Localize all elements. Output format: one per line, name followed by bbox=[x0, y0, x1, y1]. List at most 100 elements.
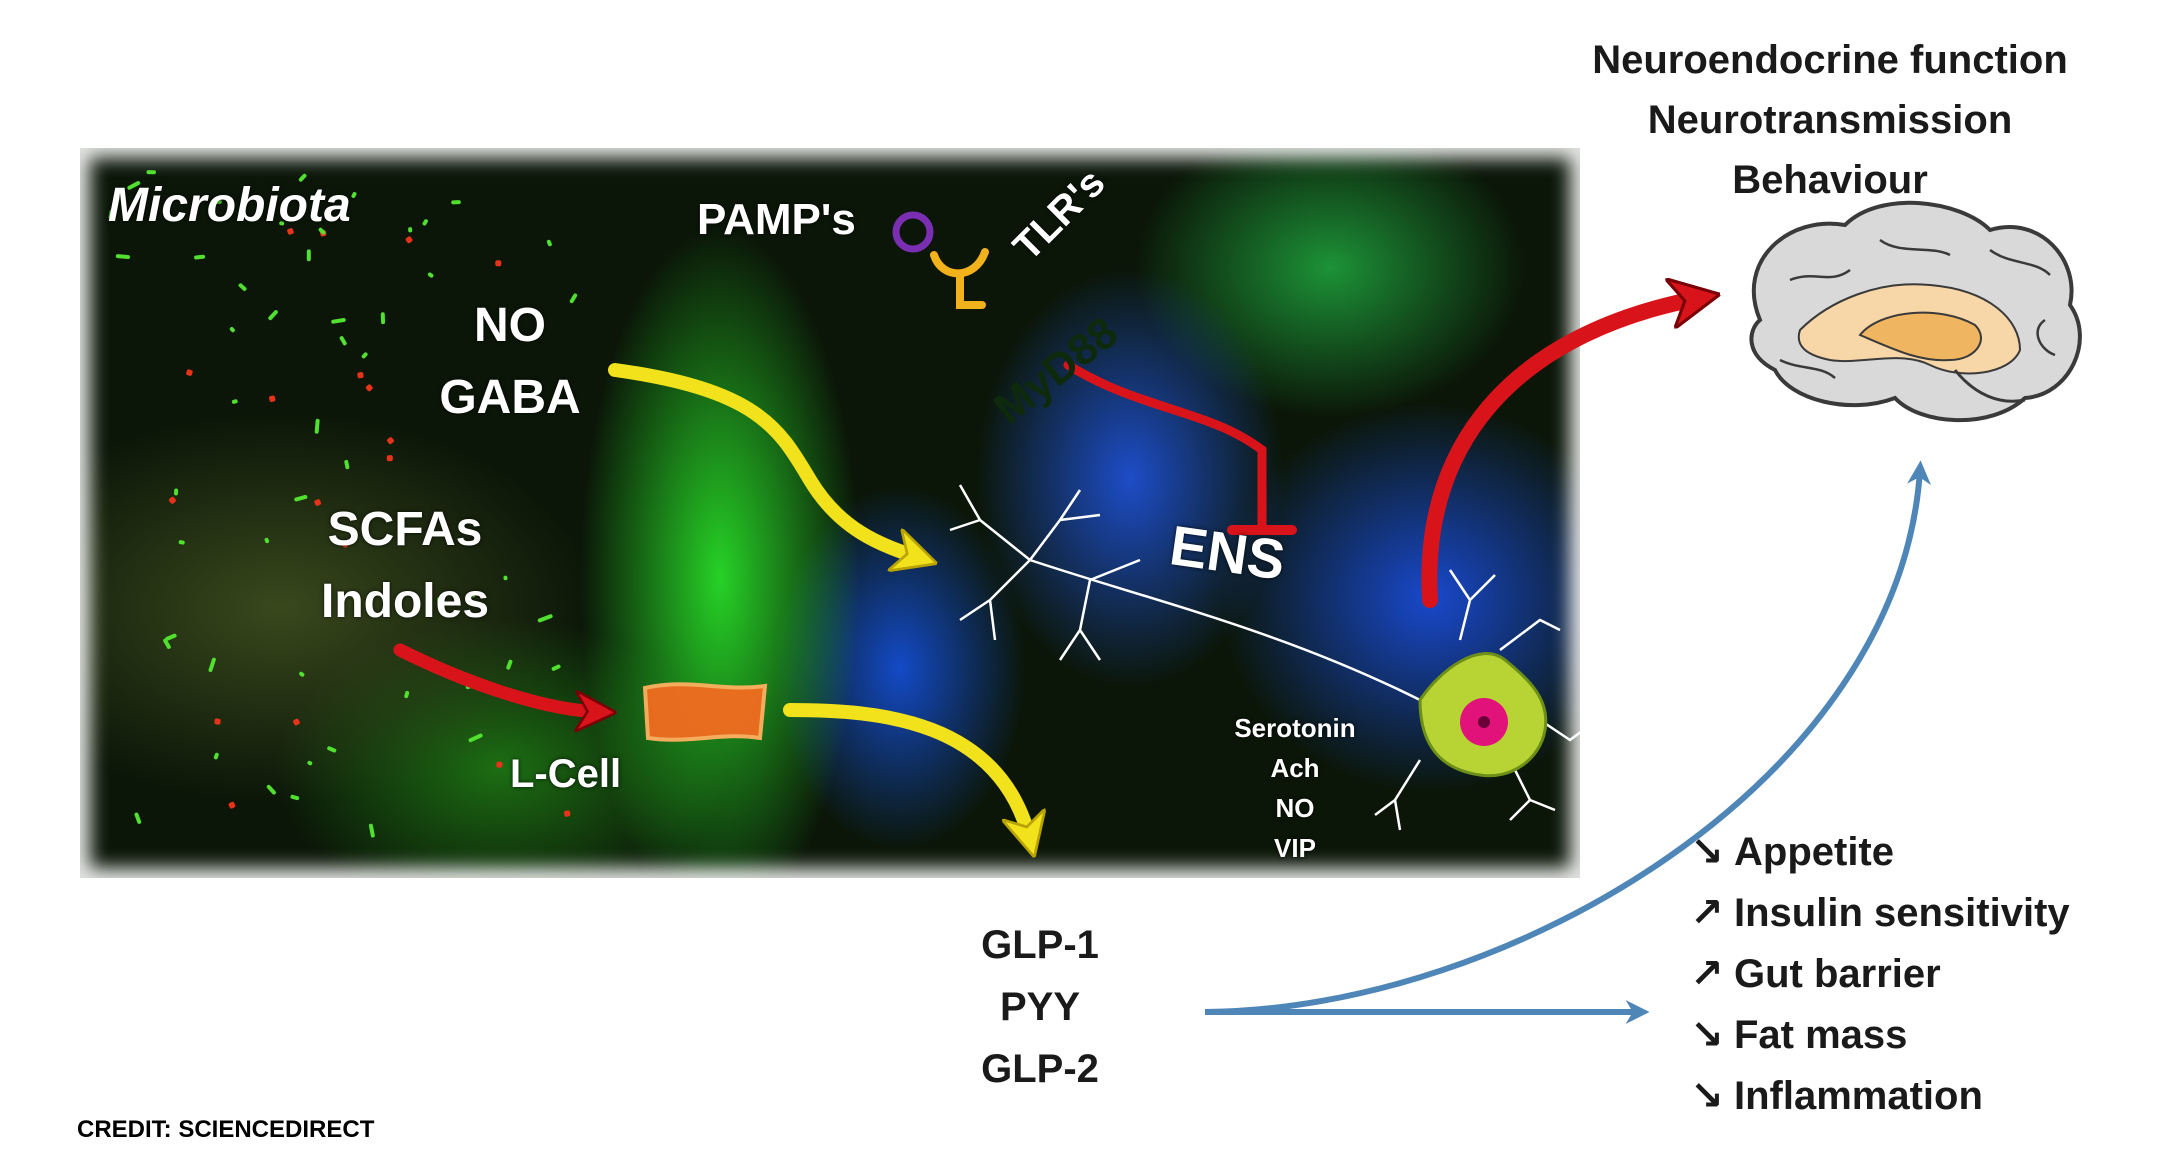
increase-arrow-icon: ↗ bbox=[1690, 952, 1724, 996]
microbe-speck bbox=[169, 496, 176, 504]
microbe-speck bbox=[368, 823, 375, 838]
microbe-speck bbox=[405, 236, 413, 244]
outcome-gut-barrier: ↗Gut barrier bbox=[1690, 944, 2070, 1005]
microbe-speck bbox=[293, 718, 300, 726]
microbe-speck bbox=[108, 209, 114, 220]
decrease-arrow-icon: ↘ bbox=[1690, 1013, 1724, 1057]
microbe-speck bbox=[341, 540, 349, 548]
microbe-speck bbox=[318, 227, 326, 235]
microbe-speck bbox=[564, 810, 571, 817]
no-gaba-to-neuron-arrow bbox=[608, 363, 920, 558]
microbe-speck bbox=[115, 254, 130, 260]
microbe-speck bbox=[361, 352, 368, 359]
outcome-appetite: ↘Appetite bbox=[1690, 822, 2070, 883]
pamps-label: PAMP's bbox=[697, 195, 856, 244]
microbe-speck bbox=[299, 671, 305, 677]
microbe-speck bbox=[134, 812, 142, 824]
l-cell-shape bbox=[642, 682, 768, 742]
decrease-arrow-icon: ↘ bbox=[1690, 830, 1724, 874]
microbe-speck bbox=[214, 718, 221, 725]
microbe-speck bbox=[468, 733, 483, 743]
microbe-speck bbox=[495, 260, 502, 267]
microbe-speck bbox=[314, 499, 321, 506]
hormone-glp2: GLP-2 bbox=[981, 1047, 1099, 1091]
microbe-speck bbox=[266, 784, 276, 795]
microbe-speck bbox=[231, 399, 238, 404]
microbe-speck bbox=[127, 181, 141, 190]
l-cell-to-hormones-arrow bbox=[783, 703, 1030, 840]
microbe-speckles bbox=[108, 170, 578, 838]
neurotransmitter-vip: VIP bbox=[1274, 833, 1316, 863]
hormone-glp1: GLP-1 bbox=[981, 923, 1099, 967]
microbe-speck bbox=[569, 293, 578, 304]
microbe-speck bbox=[327, 746, 337, 753]
increase-arrow-icon: ↗ bbox=[1690, 891, 1724, 935]
microbe-speck bbox=[427, 272, 434, 278]
outcome-fat-mass: ↘Fat mass bbox=[1690, 1005, 2070, 1066]
neurotransmitter-serotonin: Serotonin bbox=[1234, 713, 1356, 743]
hormone-list: GLP-1 PYY GLP-2 bbox=[940, 914, 1140, 1100]
credit-line: CREDIT: SCIENCEDIRECT bbox=[77, 1116, 375, 1143]
microbe-speck bbox=[451, 200, 461, 205]
microbe-speck bbox=[298, 173, 307, 182]
brain-function-behaviour: Behaviour bbox=[1732, 158, 1928, 202]
brain-function-neurotransmission: Neurotransmission bbox=[1647, 98, 2013, 142]
microbe-speck bbox=[186, 369, 193, 376]
microbe-speck bbox=[357, 372, 364, 379]
microbe-speck bbox=[194, 254, 206, 260]
microbe-speck bbox=[287, 228, 294, 235]
microbe-speck bbox=[365, 384, 373, 392]
microbe-speck bbox=[213, 199, 222, 205]
ens-to-brain-arrow bbox=[1421, 298, 1700, 608]
microbe-speck bbox=[387, 437, 394, 445]
indoles-label: Indoles bbox=[320, 575, 490, 628]
microbe-speck bbox=[294, 494, 308, 502]
microbe-speck bbox=[269, 395, 276, 402]
hormones-to-brain-arrow bbox=[1204, 460, 1932, 1015]
microbe-speck bbox=[404, 690, 410, 699]
outcome-insulin-sensitivity: ↗Insulin sensitivity bbox=[1690, 883, 2070, 944]
microbe-speck bbox=[229, 327, 235, 333]
microbe-speck bbox=[208, 657, 216, 673]
brain-function-neuroendocrine: Neuroendocrine function bbox=[1592, 38, 2068, 82]
microbe-speck bbox=[314, 418, 320, 434]
microbe-speck bbox=[380, 312, 386, 325]
microbe-speck bbox=[307, 760, 313, 766]
microbe-speck bbox=[279, 221, 285, 226]
outcome-inflammation: ↘Inflammation bbox=[1690, 1066, 2070, 1127]
microbe-speck bbox=[238, 283, 247, 291]
microbiota-label: Microbiota bbox=[108, 179, 351, 232]
microbe-speck bbox=[331, 318, 346, 324]
microbe-speck bbox=[471, 593, 476, 598]
neuron-nucleolus bbox=[1478, 716, 1490, 728]
outcome-list: ↘Appetite ↗Insulin sensitivity ↗Gut barr… bbox=[1690, 822, 2070, 1127]
tlr-receptor-icon bbox=[892, 211, 989, 309]
scfa-indole-labels: SCFAs Indoles bbox=[300, 494, 510, 638]
microbe-speck bbox=[290, 794, 300, 801]
gaba-label: GABA bbox=[439, 371, 581, 424]
microbe-speck bbox=[408, 227, 413, 233]
microbe-speck bbox=[386, 455, 393, 462]
brain-icon bbox=[1749, 200, 2082, 423]
decrease-arrow-icon: ↘ bbox=[1690, 1074, 1724, 1118]
microbe-speck bbox=[503, 575, 508, 581]
microbe-speck bbox=[506, 659, 513, 670]
microbe-speck bbox=[173, 488, 179, 496]
hormone-pyy: PYY bbox=[999, 985, 1081, 1029]
neurotransmitter-ach: Ach bbox=[1270, 753, 1320, 783]
myd88-inhibits-ens bbox=[1063, 360, 1267, 530]
no-label: NO bbox=[474, 299, 546, 352]
microbe-speck bbox=[163, 638, 171, 649]
microbe-speck bbox=[351, 192, 357, 198]
microbe-speck bbox=[228, 801, 236, 809]
brain-function-list: Neuroendocrine function Neurotransmissio… bbox=[1540, 30, 2120, 210]
microbe-speck bbox=[306, 249, 311, 262]
neuron-icon bbox=[949, 484, 1591, 831]
microbe-speck bbox=[341, 213, 348, 220]
microbe-speck bbox=[339, 336, 347, 346]
microbe-speck bbox=[146, 170, 156, 175]
neurotransmitter-no: NO bbox=[1275, 793, 1315, 823]
microbe-speck bbox=[422, 219, 428, 226]
scfas-label: SCFAs bbox=[327, 503, 483, 556]
